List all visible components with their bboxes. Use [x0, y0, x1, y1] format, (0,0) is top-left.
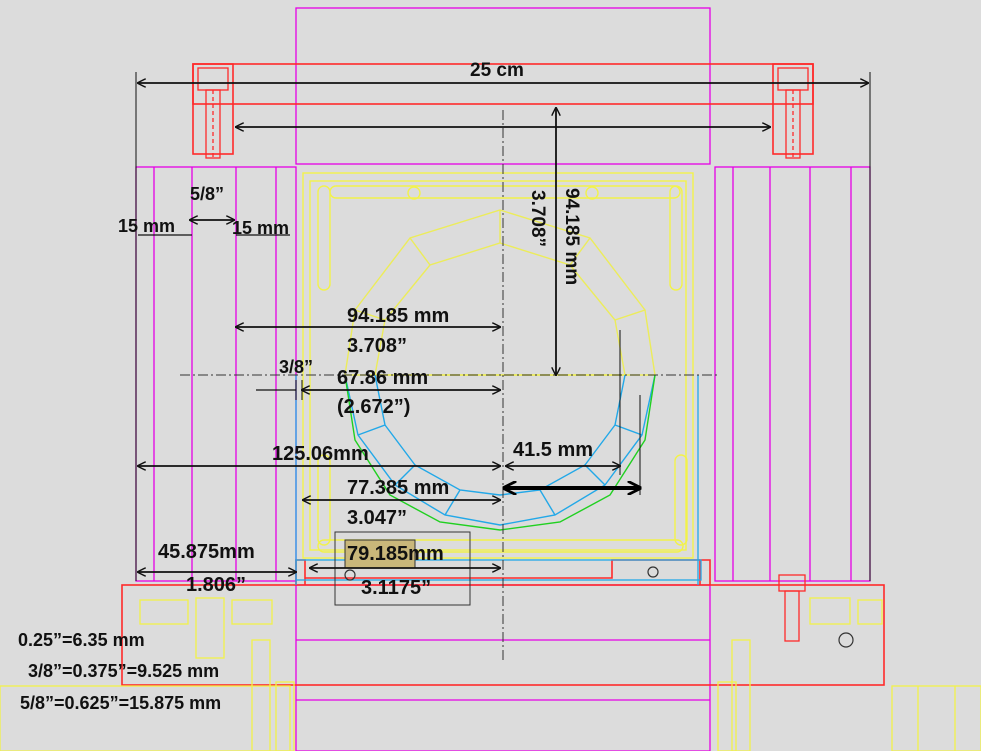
base-fittings	[0, 597, 981, 751]
bottom-in-label: 3.1175”	[361, 577, 431, 599]
slot-width-label: 5/8”	[190, 184, 224, 204]
vertical-in-label: 3.708”	[527, 190, 548, 247]
to-center-in-label: 3.708”	[347, 335, 407, 357]
inner-in-label: (2.672”)	[337, 396, 410, 418]
vertical-mm-label: 94.185 mm	[561, 188, 582, 285]
dimension-lines	[135, 72, 871, 581]
dimension-labels: 25 cm 94.185 mm 3.708” 5/8” 15 mm 15 mm …	[118, 60, 593, 599]
fastener-icon	[647, 566, 659, 578]
centerlines	[180, 110, 720, 660]
fastener-symbols	[344, 566, 854, 648]
gap-small-label: 3/8”	[279, 357, 313, 377]
fastener-icon	[344, 569, 356, 581]
right-offset-label: 41.5 mm	[513, 439, 593, 461]
conversion-line-1: 0.25”=6.35 mm	[18, 630, 145, 650]
mid-mm-label: 77.385 mm	[347, 477, 449, 499]
mid-in-label: 3.047”	[347, 507, 407, 529]
bottom-mm-label: 79.185mm	[347, 543, 444, 565]
left-to-center-label: 125.06mm	[272, 443, 369, 465]
bottom-left-in-label: 1.806”	[186, 574, 246, 596]
fastener-icon	[838, 632, 854, 648]
inner-mm-label: 67.86 mm	[337, 367, 428, 389]
conversion-line-2: 3/8”=0.375”=9.525 mm	[28, 661, 219, 681]
bottom-left-mm-label: 45.875mm	[158, 541, 255, 563]
overall-width-label: 25 cm	[470, 60, 524, 81]
rail-left-label: 15 mm	[118, 216, 175, 236]
conversion-line-3: 5/8”=0.625”=15.875 mm	[20, 693, 221, 713]
to-center-mm-label: 94.185 mm	[347, 305, 449, 327]
conversion-notes: 0.25”=6.35 mm 3/8”=0.375”=9.525 mm 5/8”=…	[18, 630, 221, 713]
rail-right-label: 15 mm	[232, 218, 289, 238]
